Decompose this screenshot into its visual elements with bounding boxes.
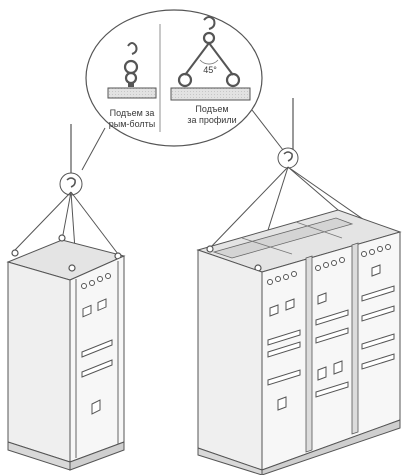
assembly-side xyxy=(197,249,263,471)
beam-section-right xyxy=(170,87,251,101)
assembly-base xyxy=(197,447,263,475)
hook-zoom-circle-left xyxy=(59,172,83,196)
hook-zoom-circle-right xyxy=(277,147,299,169)
indicator-lamps xyxy=(81,273,111,289)
cabinet-assembly xyxy=(196,98,402,475)
indicator-lamps xyxy=(267,244,391,285)
profile-label-line2: за профили xyxy=(187,115,236,125)
leader-line-left xyxy=(81,127,106,171)
single-cabinet xyxy=(6,124,126,471)
cabinet-front xyxy=(69,255,125,463)
profile-label-line1: Подъем xyxy=(195,104,228,114)
eyebolt-label-line1: Подъем за xyxy=(110,108,155,118)
leader-line-right xyxy=(251,109,284,151)
beam-section-left xyxy=(107,87,157,99)
profile-hook-right-icon xyxy=(225,72,241,88)
angle-label: 45° xyxy=(203,65,217,75)
crane-hook-icon xyxy=(283,151,293,162)
sling-right xyxy=(208,42,234,76)
callout-bubble: Подъем за рым-болты 45° Подъем за профил… xyxy=(85,9,263,147)
eyebolt-label-line2: рым-болты xyxy=(109,119,155,129)
cabinet-side xyxy=(7,261,71,463)
angle-arc xyxy=(199,59,219,65)
crane-hook-icon xyxy=(127,42,138,55)
crane-hook-icon xyxy=(66,177,76,188)
crane-hook-icon xyxy=(203,16,216,30)
profile-hook-left-icon xyxy=(177,72,193,88)
eyebolt-method-illustration xyxy=(107,42,157,99)
profile-method-illustration xyxy=(170,16,251,101)
sling-left xyxy=(184,42,210,76)
